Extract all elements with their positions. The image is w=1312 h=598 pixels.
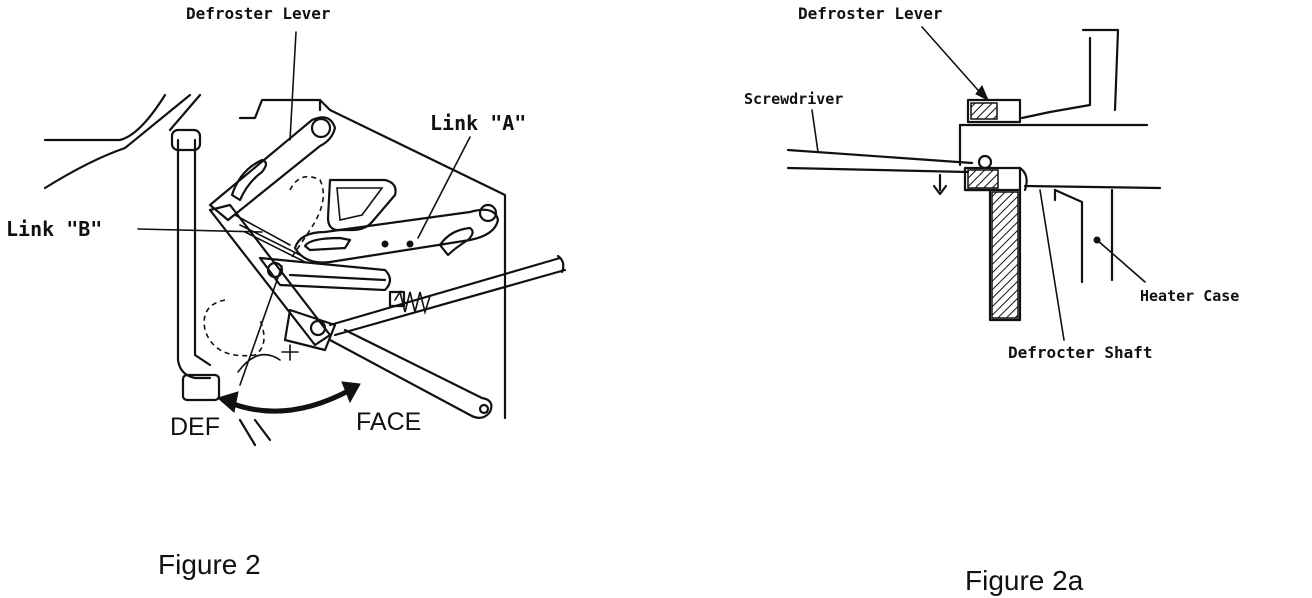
label-defrocter-shaft: Defrocter Shaft — [1008, 343, 1153, 362]
lever-block-hatch — [970, 102, 998, 120]
rod-left-inner — [193, 138, 212, 367]
link-a-arm — [293, 208, 500, 264]
leader-def — [239, 265, 283, 386]
cable-spring — [394, 289, 431, 315]
housing-edge-curve — [43, 93, 192, 190]
screwdriver-top — [786, 148, 974, 165]
hidden-outline-upper — [289, 175, 325, 261]
lever-slot — [230, 158, 268, 202]
link-a-pivot — [478, 203, 498, 223]
detent-cross — [281, 344, 299, 361]
screwdriver-bottom — [786, 166, 970, 174]
hidden-outline-lower — [203, 299, 265, 357]
shaft-pin — [977, 154, 993, 170]
lower-housing-lines — [238, 418, 272, 447]
leader-defroster-lever — [289, 31, 297, 141]
lower-rod-end — [478, 403, 490, 415]
detent-arc — [237, 353, 281, 373]
rod-cap-top — [170, 128, 202, 152]
def-arrowhead — [216, 391, 239, 413]
cable-end — [556, 254, 565, 274]
leader-heater-case — [1096, 239, 1146, 283]
screwdriver-tick — [811, 109, 819, 153]
shaft-clip-hatch — [967, 169, 999, 189]
label-heater-case: Heater Case — [1140, 287, 1239, 305]
link-b-lower-pivot — [309, 319, 327, 337]
label-face: FACE — [356, 408, 421, 436]
heater-case-top — [1081, 28, 1120, 112]
heater-case-inner — [1020, 36, 1092, 120]
label-link-b: Link "B" — [6, 217, 102, 241]
shaft-cap — [1018, 166, 1028, 192]
rod-left-outer — [176, 138, 212, 380]
plate-window — [326, 178, 397, 232]
housing-edge-slant — [168, 93, 202, 132]
housing-edge-top — [43, 93, 167, 142]
shaft-body — [964, 188, 1022, 322]
shaft-body-hatch — [991, 191, 1019, 319]
leader-arrow-lever — [975, 85, 989, 102]
link-b-foot — [283, 308, 337, 352]
lower-rod — [328, 328, 493, 419]
link-a-slot-left — [303, 236, 352, 252]
cable-lower — [333, 268, 567, 337]
label-defroster-lever-fig2: Defroster Lever — [186, 4, 331, 23]
leader-defroster-lever-2a — [921, 26, 986, 99]
cable-clip — [388, 290, 406, 308]
rod-cap-bottom — [181, 373, 221, 402]
def-face-arrow — [227, 387, 352, 414]
link-a-rivet-2 — [406, 240, 414, 248]
label-def: DEF — [170, 413, 220, 441]
caption-figure-2a: Figure 2a — [965, 565, 1084, 596]
shaft-bottom-line — [1023, 184, 1162, 190]
leader-link-a — [417, 136, 471, 239]
lever-block — [966, 98, 1022, 124]
label-link-a: Link "A" — [430, 111, 526, 135]
lever-pivot — [310, 117, 332, 139]
link-b-pivot — [266, 261, 284, 279]
heater-case-wall-left — [1053, 188, 1084, 284]
shaft-clip — [963, 166, 1022, 192]
leader-defrocter-shaft — [1039, 189, 1065, 341]
figure-2a-drawing — [786, 26, 1162, 341]
label-screwdriver: Screwdriver — [744, 90, 843, 108]
leader-link-b — [137, 228, 263, 233]
defroster-lever-arm — [208, 116, 337, 222]
cable-upper — [328, 256, 562, 327]
face-arrowhead — [341, 381, 361, 404]
plate-window-inner — [336, 187, 384, 221]
down-arrow-head — [932, 184, 948, 196]
figure-2-drawing — [43, 31, 567, 447]
link-b-bar — [258, 256, 392, 292]
link-b-bar-slot — [288, 273, 387, 282]
link-a-rivet — [381, 240, 389, 248]
caption-figure-2: Figure 2 — [158, 549, 261, 580]
label-defroster-lever-fig2a: Defroster Lever — [798, 4, 943, 23]
link-a-slot — [438, 226, 474, 257]
link-b-hatch — [234, 214, 306, 263]
heater-case-dot — [1093, 236, 1101, 244]
